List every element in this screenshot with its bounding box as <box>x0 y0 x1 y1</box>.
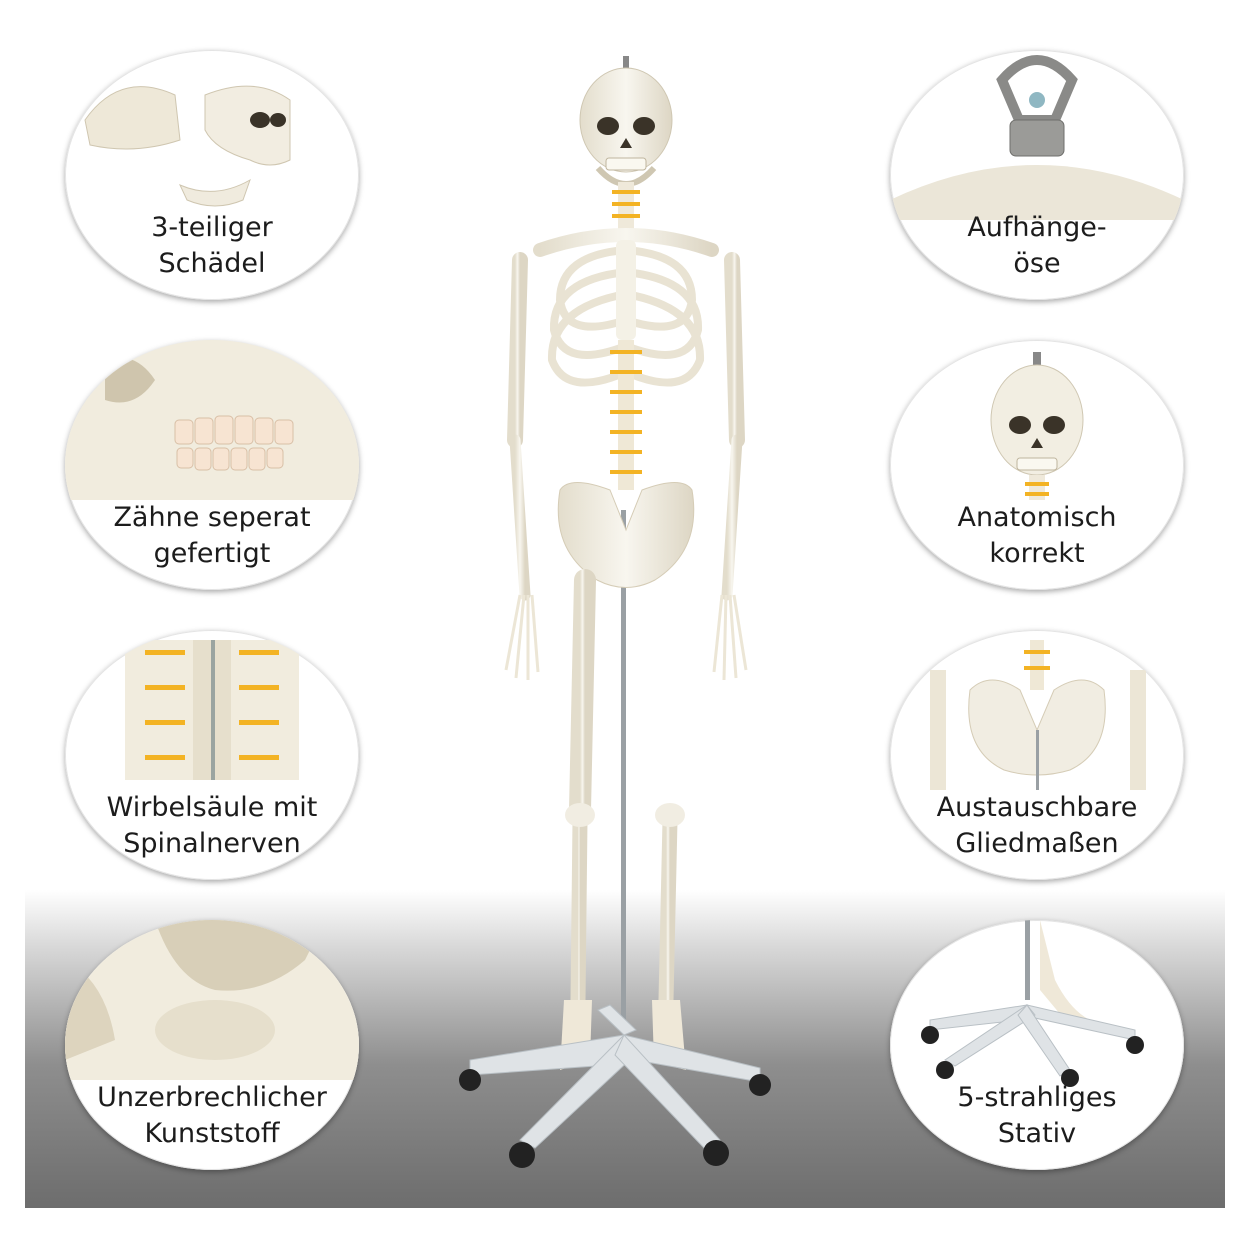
skull <box>579 67 673 173</box>
badge-label-line2: Gliedmaßen <box>955 828 1119 859</box>
badge-label-line1: 5-strahliges <box>957 1082 1117 1113</box>
stand-base <box>459 1004 771 1168</box>
stand-pole <box>621 510 626 1030</box>
spine-closeup-icon <box>125 640 299 780</box>
badge-label-line2: korrekt <box>989 538 1085 569</box>
spine <box>610 340 642 490</box>
badge-label-line1: Aufhänge- <box>967 212 1107 243</box>
skull-front-icon <box>990 352 1084 500</box>
badge-label-line1: Austauschbare <box>936 792 1138 823</box>
badge-label-line1: 3-teiliger <box>151 212 273 243</box>
hook-screw <box>623 56 629 70</box>
badge-label-line1: Zähne seperat <box>113 502 311 533</box>
feature-badge-anatomy: Anatomisch korrekt <box>890 340 1184 590</box>
badge-label-line2: öse <box>1013 248 1061 279</box>
feature-badge-teeth: Zähne seperat gefertigt <box>65 340 359 590</box>
stand-base-icon <box>921 920 1144 1087</box>
badge-label-line1: Unzerbrechlicher <box>97 1082 327 1113</box>
ribcage <box>547 246 705 387</box>
bone-texture-icon <box>65 920 359 1080</box>
hands <box>504 594 748 681</box>
feature-badge-spine: Wirbelsäule mit Spinalnerven <box>65 630 359 880</box>
feature-badge-hook: Aufhänge- öse <box>890 50 1184 300</box>
legs <box>569 569 681 1008</box>
hanging-hook-icon <box>890 55 1184 220</box>
feature-badge-plastic: Unzerbrechlicher Kunststoff <box>65 920 359 1170</box>
skull-parts-icon <box>84 85 291 207</box>
badge-label-line2: Spinalnerven <box>123 828 301 859</box>
badge-label-line2: Schädel <box>158 248 266 279</box>
arms <box>507 252 745 601</box>
pelvis-closeup-icon <box>930 640 1146 790</box>
pelvis <box>557 482 695 588</box>
feature-badge-limbs: Austauschbare Gliedmaßen <box>890 630 1184 880</box>
badge-label-line1: Anatomisch <box>957 502 1117 533</box>
skeleton-model-image <box>459 56 771 1168</box>
badge-label-line2: Stativ <box>997 1118 1077 1149</box>
feature-badge-stand: 5-strahliges Stativ <box>890 920 1184 1170</box>
feature-badge-skull: 3-teiliger Schädel <box>65 50 359 300</box>
badge-label-line1: Wirbelsäule mit <box>106 792 318 823</box>
badge-label-line2: Kunststoff <box>144 1118 280 1149</box>
badge-label-line2: gefertigt <box>153 538 271 569</box>
teeth-closeup-icon <box>65 340 359 500</box>
